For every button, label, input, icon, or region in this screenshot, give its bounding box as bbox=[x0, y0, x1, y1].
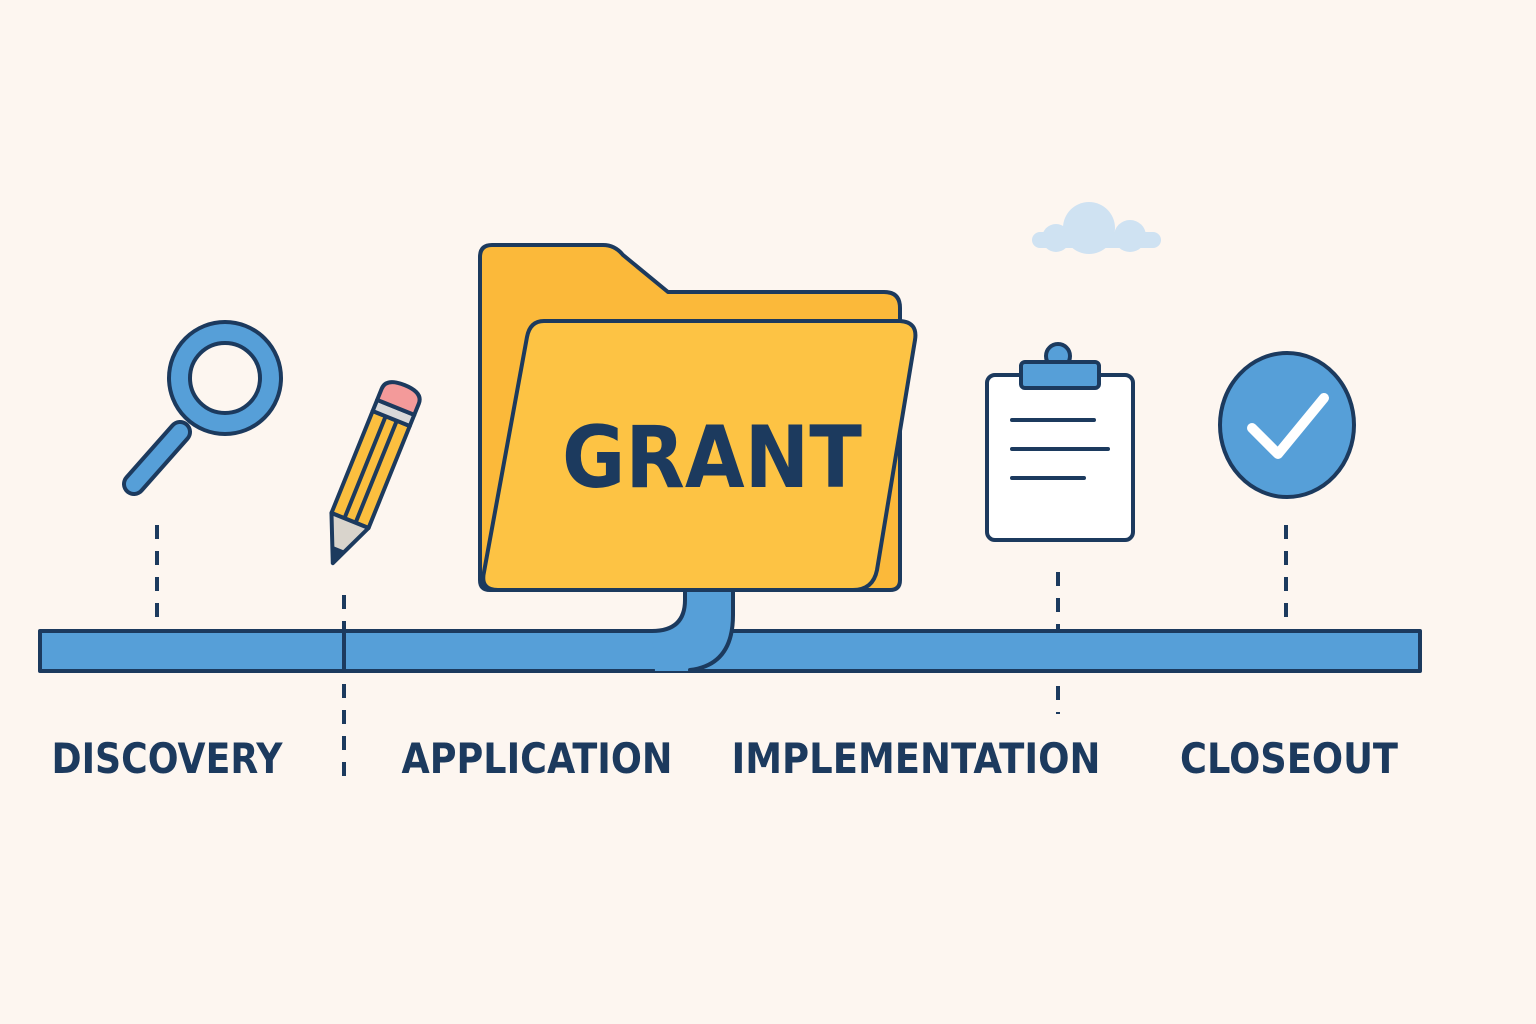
stage-label-closeout: CLOSEOUT bbox=[1180, 734, 1398, 783]
dashed-connectors bbox=[155, 525, 1288, 782]
folder-connector bbox=[652, 585, 733, 671]
folder-connector-outline bbox=[650, 586, 735, 672]
stage-label-implementation: IMPLEMENTATION bbox=[732, 734, 1101, 783]
folder-label: GRANT bbox=[562, 408, 862, 508]
pencil-icon bbox=[329, 380, 422, 566]
grant-folder-icon: GRANT bbox=[478, 243, 918, 592]
stage-label-discovery: DISCOVERY bbox=[52, 734, 284, 783]
clipboard-icon bbox=[985, 342, 1135, 542]
stage-label-application: APPLICATION bbox=[402, 734, 673, 783]
cloud-icon bbox=[1032, 202, 1161, 254]
magnifying-glass-icon bbox=[122, 320, 283, 496]
check-circle-icon bbox=[1218, 351, 1356, 499]
